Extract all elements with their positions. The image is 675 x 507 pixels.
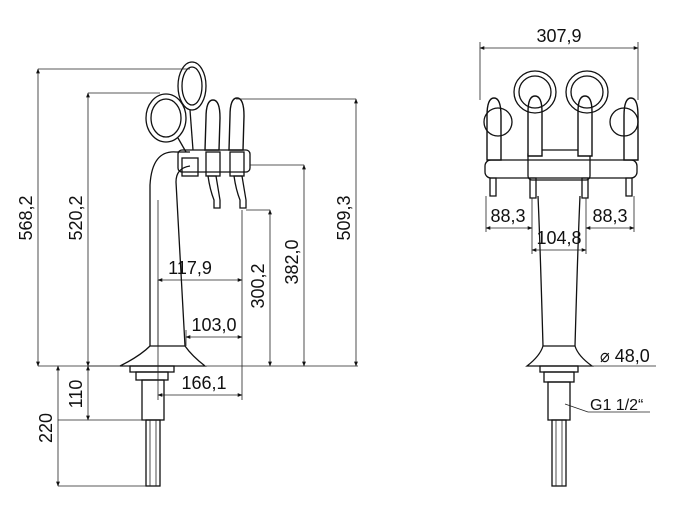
shank-tube: [145, 419, 161, 487]
label-total-width: 307,9: [536, 26, 581, 46]
column-left-edge: [149, 151, 190, 346]
label-upper-height: 520,2: [66, 195, 86, 240]
front-shank-tube: [551, 419, 567, 487]
front-center-block: [527, 149, 591, 181]
front-shank-flange: [539, 365, 579, 373]
tap-handle-1: [204, 99, 221, 151]
tap-block: [177, 149, 251, 173]
side-view: 568,2 520,2 509,3 382,0 300,2 117,9 103,…: [16, 61, 358, 487]
label-509: 509,3: [334, 195, 354, 240]
front-handle-3: [577, 95, 593, 157]
front-shank-body: [547, 381, 571, 421]
shank-nut: [135, 371, 169, 381]
shank-flange: [129, 365, 175, 373]
label-diameter: ⌀ 48,0: [600, 346, 650, 366]
medallion-1-outer: [145, 93, 187, 143]
front-view: 307,9 88,3 104,8 88,3 ⌀ 48,0 G1 1/2“: [479, 26, 656, 487]
front-medallion-2-inner: [570, 75, 604, 109]
front-medallion-3: [483, 107, 513, 137]
front-spout-4: [625, 177, 633, 197]
label-total-height: 568,2: [16, 195, 36, 240]
front-handle-1: [486, 97, 502, 161]
front-distributor: [484, 159, 638, 179]
front-medallion-4: [609, 107, 639, 137]
label-spacing-left: 88,3: [490, 206, 525, 226]
front-spout-1: [489, 177, 497, 197]
front-column-left: [537, 195, 544, 347]
front-base-plate: [525, 345, 595, 367]
medallion-1-arm: [177, 137, 187, 153]
label-300: 300,2: [248, 263, 268, 308]
medallion-1-inner: [150, 98, 182, 138]
front-spout-3: [581, 177, 589, 199]
label-117: 117,9: [168, 258, 212, 278]
label-spacing-right: 88,3: [592, 206, 627, 226]
label-103: 103,0: [191, 315, 236, 335]
label-110: 110: [66, 380, 86, 409]
medallion-2-outer: [177, 61, 207, 111]
shank-body: [141, 379, 165, 421]
front-medallion-2-outer: [565, 70, 609, 114]
label-220: 220: [36, 413, 56, 443]
label-spacing-center: 104,8: [536, 228, 581, 248]
medallion-2-inner: [181, 66, 203, 106]
label-166: 166,1: [181, 373, 226, 393]
spout-2: [233, 175, 247, 209]
label-382: 382,0: [282, 239, 302, 284]
label-thread: G1 1/2“: [590, 397, 643, 414]
front-column-right: [574, 195, 581, 347]
tap-coupler-1: [181, 157, 199, 177]
front-medallion-1-outer: [513, 70, 557, 114]
front-spout-2: [529, 177, 537, 199]
column-right-edge: [175, 165, 191, 347]
spout-1: [207, 175, 221, 209]
tap-handle-2: [228, 97, 245, 151]
front-handle-2: [527, 95, 543, 157]
front-shank-nut: [543, 371, 575, 383]
front-medallion-1-inner: [518, 75, 552, 109]
base-plate: [119, 345, 207, 367]
medallion-2-arm: [189, 109, 194, 151]
